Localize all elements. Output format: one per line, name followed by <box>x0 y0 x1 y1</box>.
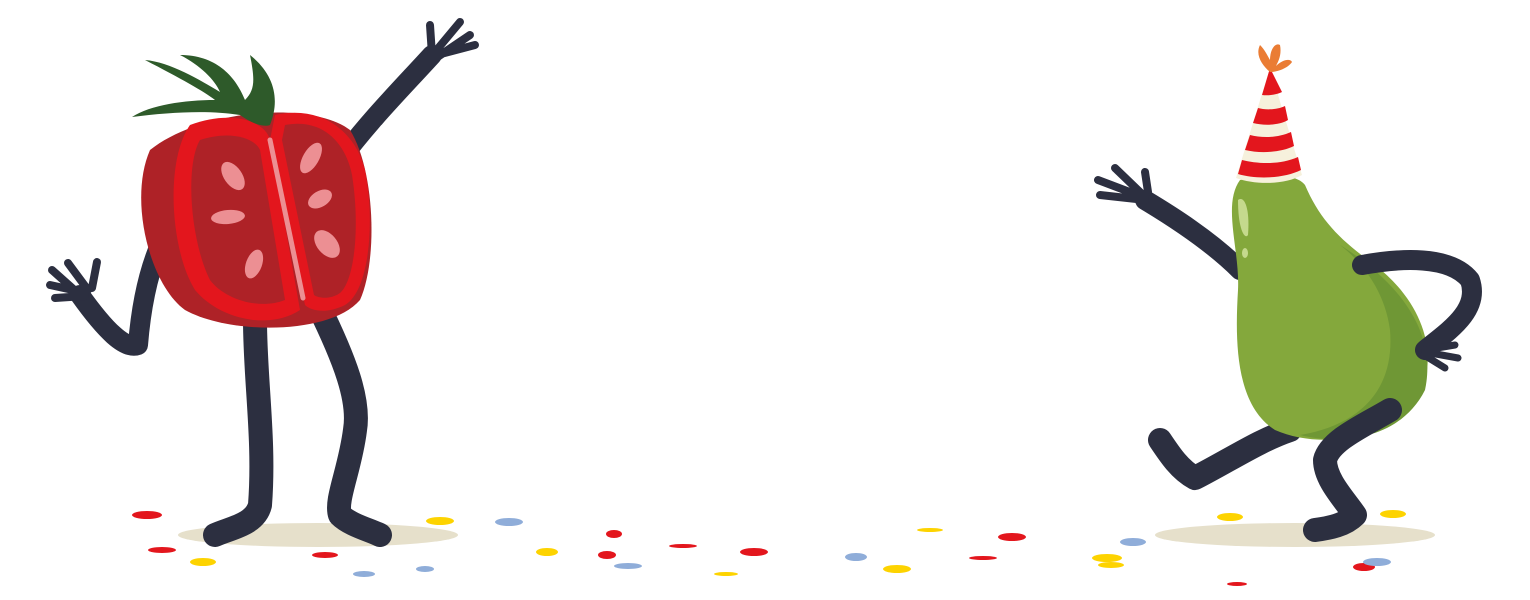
confetti-piece <box>426 517 454 525</box>
confetti-piece <box>845 553 867 561</box>
tomato-character <box>46 18 479 547</box>
confetti-piece <box>614 563 642 569</box>
pear-left-hand <box>1094 164 1152 204</box>
confetti-piece <box>1363 558 1391 566</box>
confetti-piece <box>1092 554 1122 562</box>
tomato-right-leg <box>306 293 392 547</box>
confetti-piece <box>714 572 738 576</box>
pear-right-leg <box>1303 398 1402 542</box>
tomato-stem-leaves <box>132 55 275 126</box>
tomato-core <box>267 137 306 301</box>
confetti-piece <box>132 511 162 519</box>
pear-shadow <box>1155 523 1435 547</box>
confetti-piece <box>1227 582 1247 586</box>
pear-character <box>1094 44 1482 542</box>
confetti-piece <box>740 548 768 556</box>
confetti-piece <box>1217 513 1243 521</box>
confetti-piece <box>1380 510 1406 518</box>
confetti-piece <box>312 552 338 558</box>
pear-highlight <box>1238 199 1249 237</box>
confetti <box>132 510 1406 586</box>
confetti-piece <box>536 548 558 556</box>
confetti-piece <box>883 565 911 573</box>
confetti-piece <box>917 528 943 532</box>
party-hat <box>1236 68 1302 183</box>
confetti-piece <box>998 533 1026 541</box>
pear-highlight-dot <box>1242 248 1248 258</box>
confetti-piece <box>353 571 375 577</box>
tomato-right-hand <box>426 18 479 62</box>
confetti-piece <box>1098 562 1124 568</box>
tomato-seeds <box>211 142 340 279</box>
confetti-piece <box>969 556 997 560</box>
tomato-left-hand <box>46 258 101 302</box>
pear-right-arm <box>1352 250 1482 360</box>
confetti-piece <box>669 544 697 548</box>
tomato-left-leg <box>203 308 274 547</box>
party-hat-pompom <box>1258 44 1292 72</box>
confetti-piece <box>606 530 622 538</box>
confetti-piece <box>495 518 523 526</box>
tomato-left-arm <box>70 235 170 356</box>
pear-right-hand <box>1420 341 1462 372</box>
confetti-piece <box>416 566 434 572</box>
confetti-piece <box>190 558 216 566</box>
pear-body-shade <box>1300 245 1428 440</box>
pear-body <box>1231 175 1428 440</box>
confetti-piece <box>598 551 616 559</box>
party-hat-stripes <box>1238 68 1301 178</box>
pear-left-leg <box>1148 418 1302 490</box>
confetti-piece <box>148 547 176 553</box>
confetti-piece <box>1120 538 1146 546</box>
pear-left-arm <box>1135 190 1250 280</box>
